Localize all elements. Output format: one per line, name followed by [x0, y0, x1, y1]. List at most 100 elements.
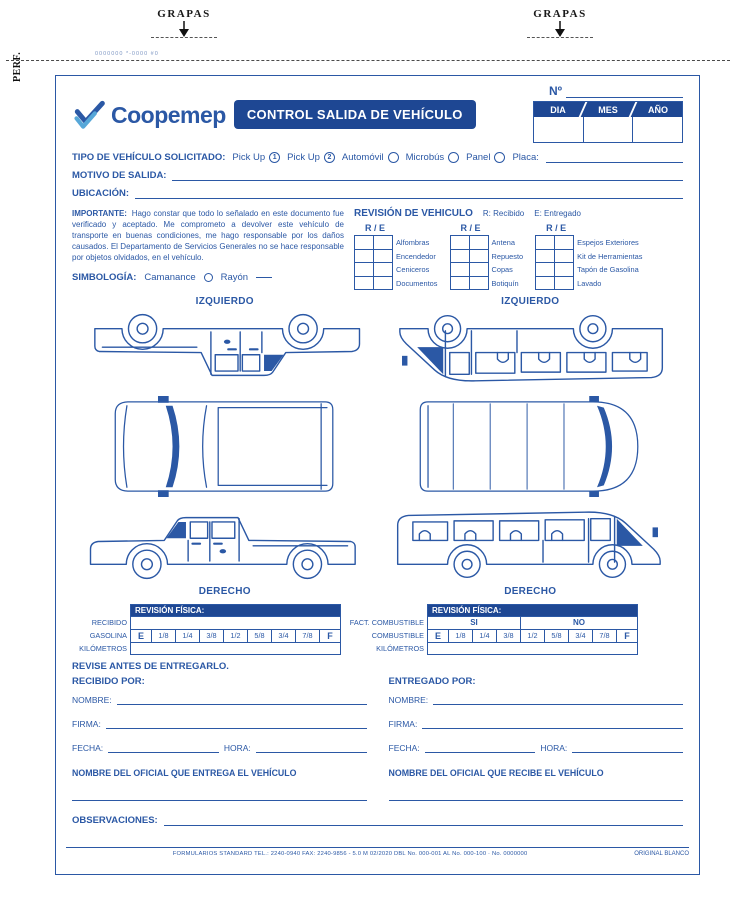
entregado-por-column: ENTREGADO POR: NOMBRE: FIRMA: FECHA: HOR… [388, 676, 683, 766]
motivo-write-line[interactable] [172, 170, 683, 181]
fuel-cell-f[interactable]: F [616, 628, 638, 644]
hora-write-line[interactable] [255, 742, 367, 754]
perforation-line [6, 60, 730, 61]
option-pickup-1: Pick Up 1 [232, 152, 281, 163]
option-automovil: Automóvil [342, 152, 399, 163]
date-cell-ano[interactable] [633, 117, 682, 142]
checkbox-circle-panel[interactable] [494, 152, 506, 163]
fuel-cell[interactable]: 1/4 [472, 628, 497, 644]
down-arrow-icon [555, 21, 565, 37]
fuel-cell[interactable]: 5/8 [544, 628, 569, 644]
revision-group-1: R / E Alfombras Encendedor [354, 223, 438, 290]
derecho-label: DERECHO [504, 586, 557, 597]
revision-group-3: R / E Espejos Exteriores Kit de Herramie… [535, 223, 642, 290]
re-cell[interactable] [354, 248, 374, 263]
ubicacion-row: UBICACIÓN: [72, 188, 683, 199]
checkbox-circle-automovil[interactable] [387, 152, 399, 163]
checkbox-circle-microbus[interactable] [448, 152, 460, 163]
fuel-cell-e[interactable]: E [130, 628, 152, 644]
re-cell[interactable] [449, 235, 470, 250]
fuel-cell[interactable]: 1/8 [448, 628, 473, 644]
ubicacion-write-line[interactable] [135, 188, 683, 199]
hora-write-line[interactable] [572, 742, 683, 754]
re-cell[interactable] [449, 248, 470, 263]
fuel-cell[interactable]: 3/8 [496, 628, 521, 644]
option-label: Automóvil [341, 152, 384, 163]
re-cell[interactable] [535, 275, 556, 290]
row-label-combustible: COMBUSTIBLE [371, 630, 424, 640]
nombre-write-line[interactable] [116, 694, 367, 706]
checkbox-circle-pickup-2[interactable]: 2 [323, 152, 335, 163]
fuel-cell[interactable]: 3/8 [199, 628, 224, 644]
coopemep-logo: Coopemep [72, 100, 226, 130]
fuel-cell[interactable]: 5/8 [247, 628, 272, 644]
row-label-recibido: RECIBIDO [91, 618, 127, 627]
placa-write-line[interactable] [545, 152, 683, 163]
observaciones-write-line[interactable] [163, 815, 683, 827]
re-cell[interactable] [354, 275, 374, 290]
re-cell[interactable] [449, 275, 470, 290]
re-cell[interactable] [535, 248, 556, 263]
re-cell[interactable] [468, 262, 489, 277]
re-cell[interactable] [449, 262, 470, 277]
date-cell-mes[interactable] [584, 117, 634, 142]
no-cell[interactable]: NO [520, 616, 638, 630]
recibido-write-cell[interactable] [130, 616, 341, 630]
perf-label: PERF. [12, 51, 23, 82]
re-cell[interactable] [354, 235, 374, 250]
re-cell[interactable] [373, 262, 393, 277]
fecha-write-line[interactable] [108, 742, 219, 754]
revision-item: Espejos Exteriores [577, 238, 639, 247]
checkbox-circle-pickup-1[interactable]: 1 [269, 152, 281, 163]
nombre-label: NOMBRE: [72, 695, 112, 706]
re-cell[interactable] [468, 248, 489, 263]
re-cell[interactable] [535, 262, 556, 277]
fuel-cell[interactable]: 3/4 [568, 628, 593, 644]
fuel-cell-e[interactable]: E [427, 628, 449, 644]
date-cell-dia[interactable] [534, 117, 584, 142]
fuel-cell[interactable]: 1/2 [520, 628, 545, 644]
fuel-cell-f[interactable]: F [319, 628, 341, 644]
fisica-title: REVISIÓN FÍSICA: [427, 603, 638, 618]
fuel-cell[interactable]: 7/8 [295, 628, 320, 644]
re-grid [535, 235, 575, 290]
nombre-write-line[interactable] [433, 694, 683, 706]
re-cell[interactable] [373, 248, 393, 263]
re-cell[interactable] [468, 275, 489, 290]
re-cell[interactable] [468, 235, 489, 250]
firma-write-line[interactable] [105, 718, 367, 730]
footer-print-info: FORMULARIOS STANDARD TEL.: 2240-0940 FAX… [172, 851, 528, 857]
re-cell[interactable] [373, 275, 393, 290]
kilometros-write-cell[interactable] [130, 642, 341, 656]
fuel-cell[interactable]: 7/8 [592, 628, 617, 644]
re-cell[interactable] [554, 262, 575, 277]
oficial-recibe-write-line[interactable] [388, 790, 683, 802]
re-cell[interactable] [354, 262, 374, 277]
option-label: Pick Up [232, 152, 266, 163]
re-cell[interactable] [554, 235, 575, 250]
grapas-mark-right: GRAPAS [514, 8, 606, 38]
revision-item: Repuesto [491, 251, 524, 261]
re-cell[interactable] [554, 248, 575, 263]
date-col-mes: MES [598, 104, 618, 115]
fecha-write-line[interactable] [424, 742, 536, 754]
fuel-cell[interactable]: 3/4 [271, 628, 296, 644]
re-cell[interactable] [535, 235, 556, 250]
fuel-cell[interactable]: 1/2 [223, 628, 248, 644]
re-cell[interactable] [554, 275, 575, 290]
re-cell[interactable] [373, 235, 393, 250]
truck-top-diagram [114, 396, 334, 497]
kilometros-write-cell[interactable] [427, 642, 638, 656]
revision-item: Copas [491, 265, 513, 274]
truck-diagram-column: IZQUIERDO DERECHO [72, 296, 378, 597]
re-header: R / E [546, 223, 567, 233]
firma-write-line[interactable] [422, 718, 683, 730]
fuel-cell[interactable]: 1/4 [175, 628, 200, 644]
number-write-line[interactable] [566, 86, 683, 98]
fecha-label: FECHA: [388, 743, 420, 754]
middle-section: IMPORTANTE: Hago constar que todo lo señ… [72, 208, 683, 290]
fisica-right-table: REVISIÓN FÍSICA: SI NO E 1/8 1/4 3/8 1/2… [427, 603, 638, 656]
fuel-cell[interactable]: 1/8 [151, 628, 176, 644]
oficial-entrega-write-line[interactable] [72, 790, 367, 802]
si-cell[interactable]: SI [427, 616, 521, 630]
